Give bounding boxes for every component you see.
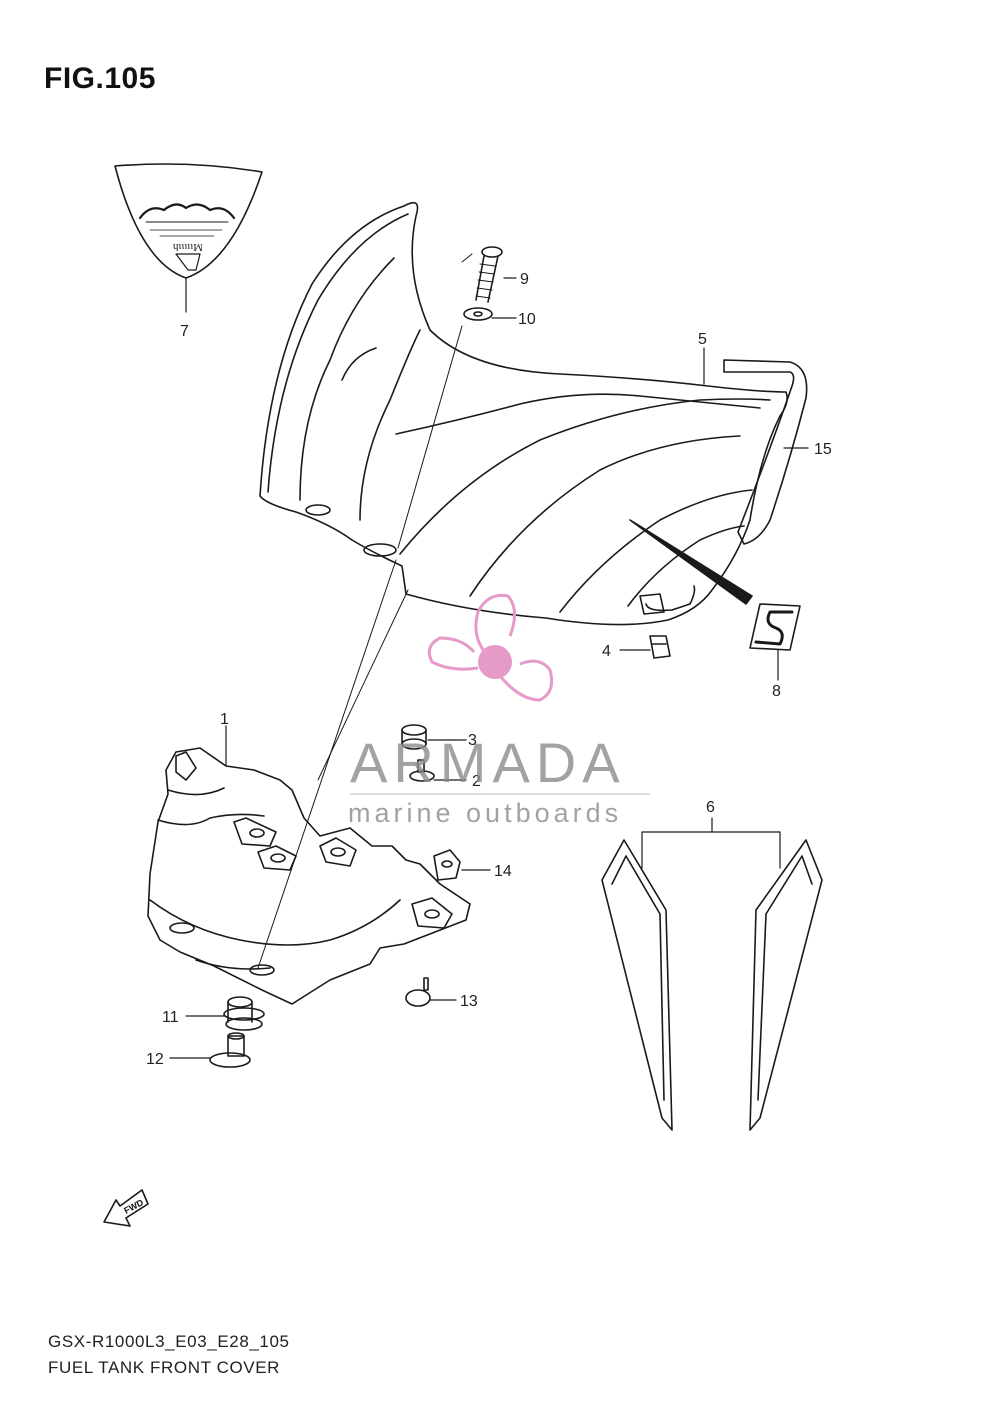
callout-6: 6: [706, 799, 715, 816]
propeller-logo: [427, 593, 554, 702]
callout-5: 5: [698, 331, 707, 348]
part-3-grommet[interactable]: [401, 724, 427, 750]
part-13-rivet[interactable]: [405, 977, 431, 1007]
callout-11: 11: [162, 1009, 179, 1026]
fwd-arrow-icon: FWD: [103, 1189, 149, 1227]
callout-2: 2: [472, 773, 481, 790]
part-14-clip[interactable]: [433, 849, 461, 881]
callout-7: 7: [180, 323, 189, 340]
callout-8: 8: [772, 683, 781, 700]
callout-13: 13: [460, 993, 478, 1010]
svg-text:Mιιιιιh: Mιιιιιh: [172, 241, 203, 253]
section-name: FUEL TANK FRONT COVER: [48, 1358, 281, 1377]
watermark-brand: ARMADA: [350, 731, 626, 794]
callout-14: 14: [494, 863, 512, 880]
callout-labels: 1 2 3 4 5 6 7 8 9 10 11 12 13 14 15: [146, 271, 832, 1068]
part-11-grommet[interactable]: [223, 996, 265, 1031]
part-15-trim-strip[interactable]: [723, 359, 808, 545]
figure-title: FIG.105: [44, 62, 156, 95]
callout-12: 12: [146, 1051, 164, 1068]
part-10-washer[interactable]: [463, 307, 493, 321]
callout-4: 4: [602, 643, 611, 660]
part-4-clip-nut[interactable]: [649, 635, 671, 659]
watermark-tagline: marine outboards: [348, 798, 622, 828]
part-12-collar[interactable]: [209, 1032, 251, 1068]
laurel-emblem-icon: Mιιιιιh: [138, 203, 236, 271]
part-6-tank-pads[interactable]: [601, 839, 823, 1131]
part-2-collar[interactable]: [409, 759, 435, 782]
part-5-front-cover[interactable]: [259, 201, 788, 626]
callout-3: 3: [468, 732, 477, 749]
part-8-s-logo[interactable]: [749, 603, 801, 651]
model-code: GSX-R1000L3_E03_E28_105: [48, 1332, 290, 1351]
part-1-inner-cover[interactable]: [147, 747, 471, 1005]
callout-10: 10: [518, 311, 536, 328]
part-7-emblem-decal[interactable]: Mιιιιιh: [114, 163, 263, 279]
suzuki-s-logo-icon: [754, 610, 794, 646]
watermark: ARMADA marine outboards: [348, 593, 650, 828]
part-9-screw[interactable]: [475, 246, 503, 303]
callout-15: 15: [814, 441, 832, 458]
callout-9: 9: [520, 271, 529, 288]
callout-1: 1: [220, 711, 229, 728]
